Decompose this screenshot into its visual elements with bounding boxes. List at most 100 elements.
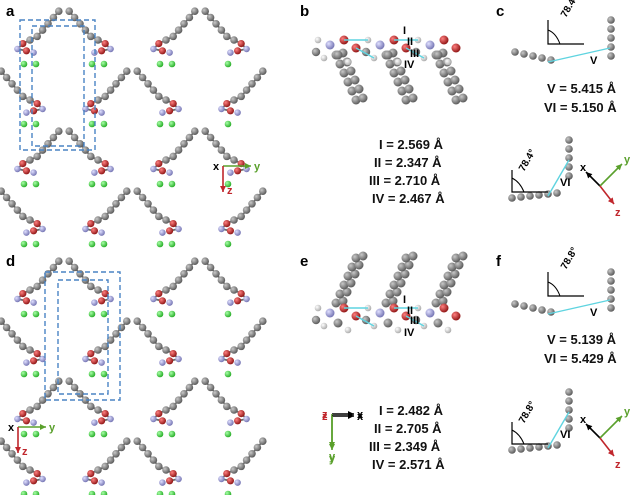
atom-C — [13, 206, 22, 214]
atom-C — [155, 212, 163, 221]
atom-C — [607, 268, 615, 276]
atom-N — [218, 225, 225, 233]
atom-I — [100, 430, 108, 438]
atom-I — [20, 430, 28, 438]
atom-H — [314, 304, 322, 312]
atom-C — [446, 66, 456, 76]
atom-C — [162, 406, 170, 414]
atom-C — [117, 193, 126, 202]
axis-y-label: y — [329, 453, 336, 465]
axis-y-arrow-head — [329, 444, 335, 450]
atom-O — [101, 40, 109, 48]
atom-C — [144, 330, 152, 338]
atom-N — [375, 308, 385, 318]
atom-C — [383, 50, 393, 60]
atom-N — [98, 359, 105, 366]
atom-C — [451, 253, 461, 263]
atom-C — [335, 59, 345, 69]
atom-C — [446, 278, 456, 288]
contact-label-I: I — [403, 25, 406, 37]
atom-N — [234, 359, 241, 366]
atom-C — [123, 187, 131, 195]
atom-C — [65, 7, 73, 15]
contact-line — [547, 47, 611, 63]
atom-I — [168, 490, 176, 495]
atom-I — [224, 310, 232, 318]
atom-I — [168, 60, 176, 68]
atom-C — [358, 251, 368, 261]
atom-C — [607, 277, 615, 285]
atom-O — [166, 227, 174, 235]
atom-C — [230, 36, 238, 44]
atom-C — [49, 133, 58, 142]
atom-C — [55, 257, 63, 265]
atom-O — [87, 220, 95, 228]
atom-N — [175, 475, 182, 483]
atom-N — [98, 229, 105, 236]
atom-O — [90, 477, 98, 485]
atom-I — [88, 120, 96, 128]
atom-C — [0, 437, 5, 445]
atom-O — [234, 417, 242, 425]
atom-N — [30, 419, 37, 426]
atom-O — [29, 107, 38, 115]
atom-C — [553, 189, 561, 197]
atom-I — [32, 490, 40, 495]
atom-O — [101, 160, 109, 168]
atom-O — [87, 100, 95, 108]
atom-N — [14, 295, 21, 303]
angle-arc-bottom — [511, 429, 525, 445]
atom-C — [8, 80, 16, 88]
atom-C — [87, 402, 95, 411]
atom-O — [234, 167, 242, 175]
atom-N — [150, 295, 157, 303]
atom-C — [174, 276, 183, 284]
atom-C — [535, 443, 543, 451]
atom-N — [159, 359, 166, 366]
atom-C — [138, 193, 147, 202]
atom-C — [607, 295, 615, 303]
atom-C — [180, 140, 188, 148]
atom-C — [138, 323, 147, 332]
atom-I — [88, 60, 96, 68]
atom-O — [169, 220, 177, 228]
axis-y-label: y — [624, 406, 631, 418]
atom-C — [526, 192, 534, 200]
atom-C — [33, 402, 41, 411]
atom-C — [565, 388, 573, 396]
atom-O — [237, 290, 245, 298]
atom-C — [253, 443, 262, 452]
atom-C — [529, 52, 537, 60]
axis-x-label: x — [357, 409, 364, 421]
atom-C — [112, 200, 120, 208]
atom-C — [19, 462, 27, 471]
atom-C — [388, 296, 398, 306]
atom-C — [191, 127, 199, 135]
atom-C — [223, 402, 231, 411]
atom-H — [344, 58, 352, 66]
atom-O — [158, 167, 166, 175]
atom-N — [39, 355, 46, 363]
atom-C — [217, 276, 226, 284]
atom-I — [156, 430, 164, 438]
contact-label-IV: IV — [404, 327, 415, 339]
axis-z-label: z — [615, 207, 621, 219]
atom-C — [535, 191, 543, 199]
contact-line — [547, 159, 570, 197]
atom-C — [230, 216, 238, 224]
atom-C — [65, 257, 73, 265]
axis-z-label: z — [322, 411, 328, 423]
atom-I — [168, 370, 176, 378]
atom-C — [347, 86, 357, 96]
atom-I — [156, 240, 164, 248]
atom-C — [94, 286, 102, 294]
atom-H — [344, 326, 352, 334]
atom-N — [166, 419, 173, 426]
atom-N — [14, 415, 21, 423]
panel-letter-a: a — [6, 3, 15, 20]
atom-N — [107, 45, 114, 53]
atom-N — [91, 299, 98, 306]
atom-C — [70, 263, 79, 272]
atom-C — [400, 269, 410, 279]
